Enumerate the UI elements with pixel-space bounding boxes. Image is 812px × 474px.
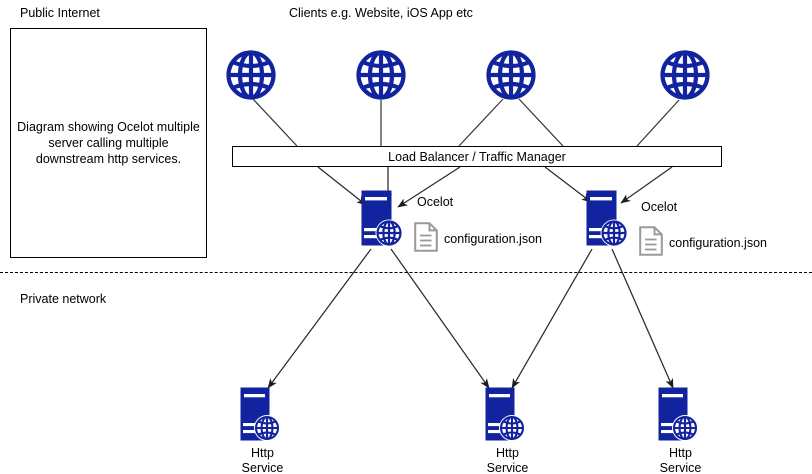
ocelot-config-label-2: configuration.json: [669, 236, 767, 250]
http-service-caption-line1: Http: [251, 446, 274, 460]
clients-label: Clients e.g. Website, iOS App etc: [289, 6, 473, 20]
public-internet-box: Diagram showing Ocelot multiple server c…: [10, 28, 207, 258]
http-service-caption-line1: Http: [669, 446, 692, 460]
server-globe-icon: [361, 190, 403, 247]
http-service-caption-line2: Service: [659, 460, 702, 474]
client-node-3[interactable]: [485, 49, 537, 106]
ocelot-node-1[interactable]: [361, 190, 405, 253]
ocelot-config-icon-1[interactable]: [414, 222, 438, 257]
http-service-caption-2: Http Service: [460, 446, 555, 474]
http-service-caption-line2: Service: [241, 460, 284, 474]
ocelot-config-icon-2[interactable]: [639, 226, 663, 261]
http-service-caption-3: Http Service: [633, 446, 728, 474]
public-internet-label: Public Internet: [20, 6, 100, 20]
globe-icon: [356, 50, 406, 100]
client-node-4[interactable]: [659, 49, 711, 106]
http-service-caption-1: Http Service: [215, 446, 310, 474]
server-globe-icon: [485, 387, 525, 441]
http-service-node-2[interactable]: [485, 387, 529, 448]
client-node-2[interactable]: [355, 49, 407, 106]
client-node-1[interactable]: [225, 49, 277, 106]
diagram-description-text: Diagram showing Ocelot multiple server c…: [17, 119, 200, 167]
http-service-caption-line1: Http: [496, 446, 519, 460]
load-balancer-bar[interactable]: Load Balancer / Traffic Manager: [232, 146, 722, 167]
globe-icon: [226, 50, 276, 100]
ocelot-config-label-1: configuration.json: [444, 232, 542, 246]
edges-clients-to-loadbalancer: [252, 98, 680, 147]
server-globe-icon: [658, 387, 698, 441]
network-boundary-divider: [0, 272, 812, 273]
server-globe-icon: [586, 190, 628, 247]
globe-icon: [486, 50, 536, 100]
http-service-node-1[interactable]: [240, 387, 284, 448]
document-icon: [639, 226, 663, 256]
ocelot-node-2[interactable]: [586, 190, 630, 253]
globe-icon: [660, 50, 710, 100]
load-balancer-label: Load Balancer / Traffic Manager: [388, 149, 566, 164]
document-icon: [414, 222, 438, 252]
http-service-node-3[interactable]: [658, 387, 702, 448]
ocelot-label-2: Ocelot: [641, 200, 678, 214]
edges-ocelot-to-http-services: [267, 248, 674, 389]
ocelot-label-1: Ocelot: [417, 195, 454, 209]
private-network-label: Private network: [20, 292, 107, 306]
http-service-caption-line2: Service: [486, 460, 529, 474]
edges-loadbalancer-to-ocelot: [317, 166, 673, 208]
server-globe-icon: [240, 387, 280, 441]
